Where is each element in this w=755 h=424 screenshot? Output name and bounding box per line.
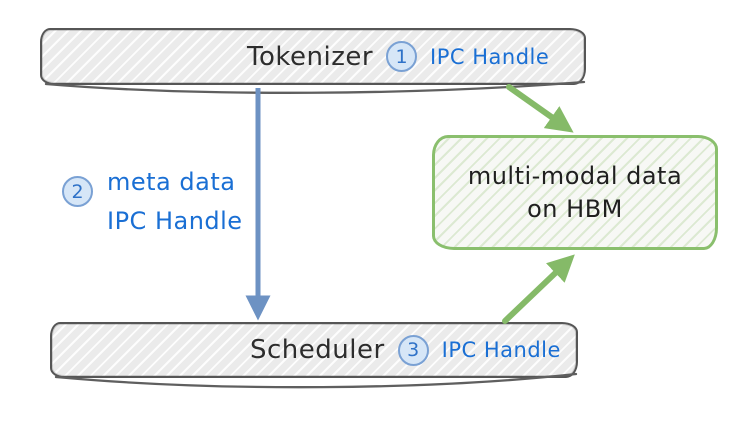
step-2-ipc-handle-label: IPC Handle	[107, 207, 243, 235]
meta-data-label: meta data	[107, 168, 236, 196]
hbm-label-line1: multi-modal data	[467, 161, 683, 190]
step-2-edge-label: 2 meta data IPC Handle	[62, 163, 243, 241]
step-1-badge: 1	[386, 41, 418, 72]
scheduler-label: Scheduler	[250, 335, 385, 365]
step-2-label-lines: meta data IPC Handle	[107, 163, 243, 241]
node-tokenizer: Tokenizer 1 IPC Handle	[40, 28, 586, 85]
step-3-ipc-handle-label: IPC Handle	[441, 338, 561, 362]
step-3-badge-number: 3	[407, 339, 420, 361]
arrow-scheduler-to-hbm	[502, 254, 575, 324]
scheduler-content-row: Scheduler 3 IPC Handle	[52, 324, 576, 376]
node-scheduler: Scheduler 3 IPC Handle	[50, 322, 578, 378]
tokenizer-content-row: Tokenizer 1 IPC Handle	[42, 30, 584, 83]
step-2-badge-number: 2	[71, 180, 84, 203]
step-1-badge-number: 1	[395, 45, 408, 68]
step-3-badge: 3	[397, 334, 429, 366]
node-hbm: multi-modal data on HBM	[432, 135, 718, 250]
step-1-ipc-handle-label: IPC Handle	[430, 44, 550, 69]
tokenizer-label: Tokenizer	[247, 41, 374, 72]
step-2-badge: 2	[62, 176, 93, 207]
hbm-label-line2: on HBM	[527, 194, 623, 223]
arrow-tokenizer-to-hbm	[506, 84, 574, 133]
